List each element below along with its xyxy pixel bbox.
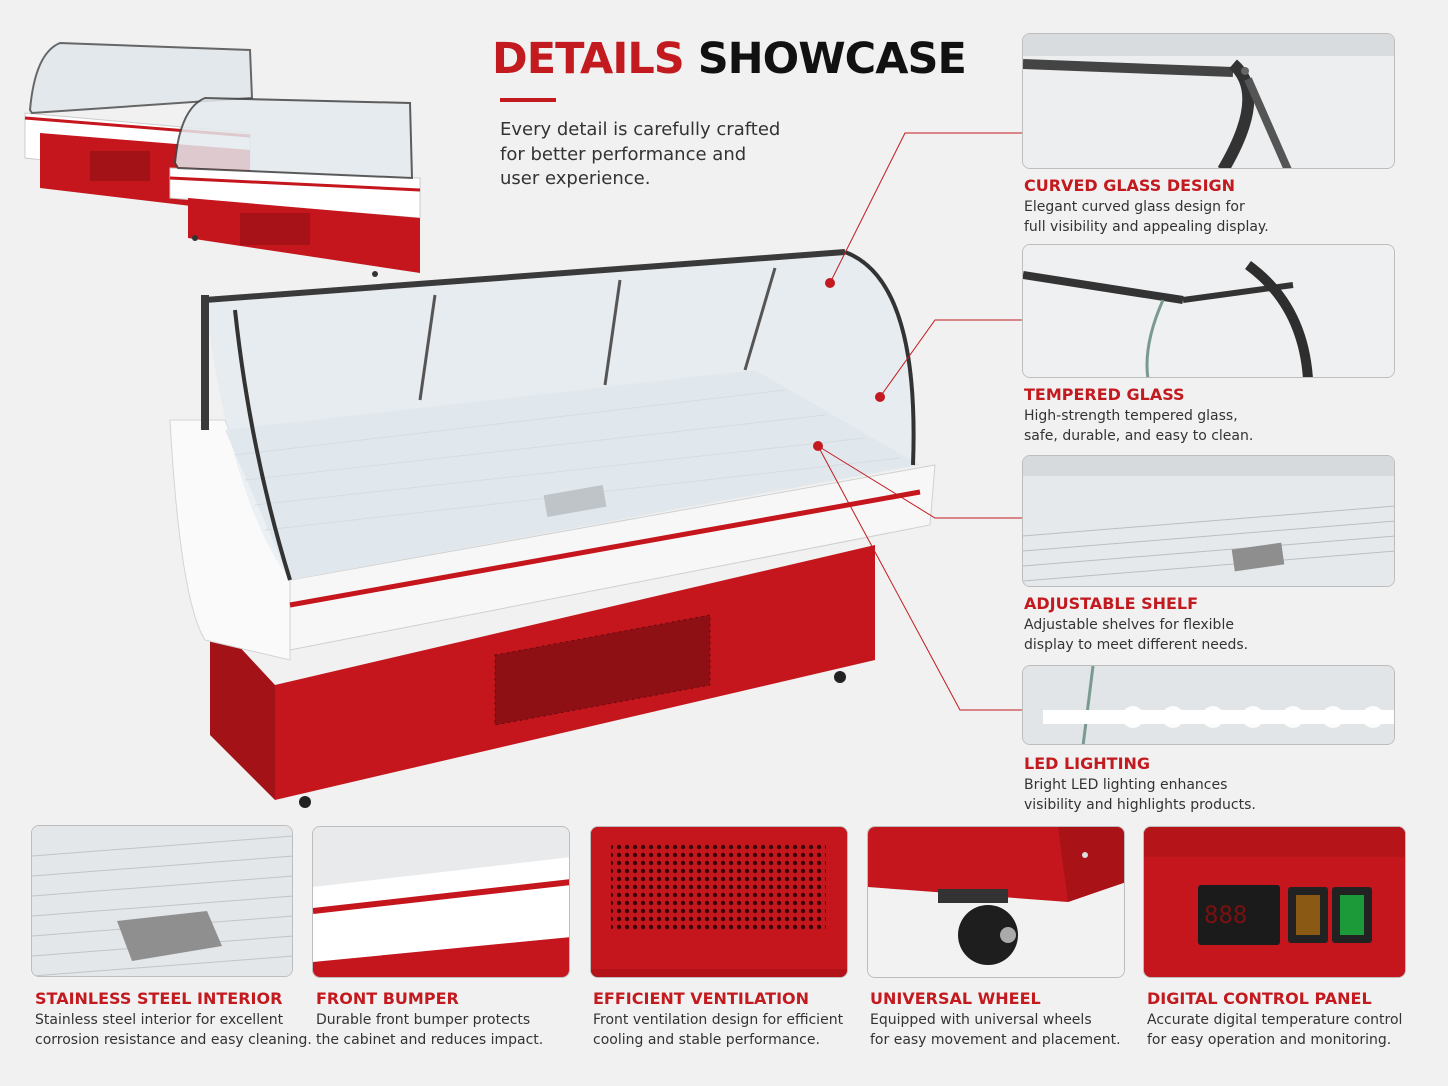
curved-glass-photo — [1022, 33, 1395, 169]
wheel-icon — [958, 905, 1018, 965]
feature-title-adjustable-shelf: ADJUSTABLE SHELF — [1024, 594, 1199, 613]
front-bumper-photo — [312, 826, 570, 978]
intro-line: Every detail is carefully crafted — [500, 119, 781, 140]
callout-marker-tempered-glass — [875, 392, 885, 402]
title-main: SHOWCASE — [697, 34, 967, 84]
feature-title-tempered-glass: TEMPERED GLASS — [1024, 385, 1185, 404]
title-accent: DETAILS — [492, 34, 685, 84]
feature-title-ventilation: EFFICIENT VENTILATION — [593, 989, 810, 1008]
adjustable-shelf-photo — [1022, 455, 1395, 587]
digital-control-photo: 888 — [1143, 826, 1406, 978]
ventilation-photo — [590, 826, 848, 978]
feature-desc-tempered-glass: High-strength tempered glass,safe, durab… — [1024, 408, 1254, 444]
display-case-front — [169, 96, 421, 277]
light-switch-icon — [1340, 895, 1364, 935]
intro-line: for better performance and — [500, 143, 747, 165]
callout-marker-shelf — [813, 441, 823, 451]
main-product-image — [165, 240, 945, 815]
callout-marker-curved-glass — [825, 278, 835, 288]
page-title: DETAILS SHOWCASE — [492, 34, 967, 84]
stainless-interior-photo — [31, 825, 293, 977]
feature-title-stainless-interior: STAINLESS STEEL INTERIOR — [35, 989, 283, 1008]
temperature-display: 888 — [1204, 901, 1247, 929]
feature-title-universal-wheel: UNIVERSAL WHEEL — [870, 989, 1041, 1008]
feature-title-curved-glass: CURVED GLASS DESIGN — [1024, 176, 1236, 195]
intro-line: user experience. — [500, 168, 651, 189]
tempered-glass-photo — [1022, 244, 1395, 378]
product-thumbnail-pair — [20, 38, 430, 283]
led-lighting-photo — [1022, 665, 1395, 745]
title-underline — [500, 98, 556, 102]
feature-title-front-bumper: FRONT BUMPER — [316, 989, 459, 1008]
power-switch-icon — [1296, 895, 1320, 935]
feature-title-digital-control: DIGITAL CONTROL PANEL — [1147, 989, 1372, 1008]
feature-title-led-lighting: LED LIGHTING — [1024, 754, 1151, 773]
intro-text: Every detail is carefully crafted for be… — [500, 118, 800, 192]
universal-wheel-photo — [867, 826, 1125, 978]
vent-grille — [494, 614, 711, 726]
